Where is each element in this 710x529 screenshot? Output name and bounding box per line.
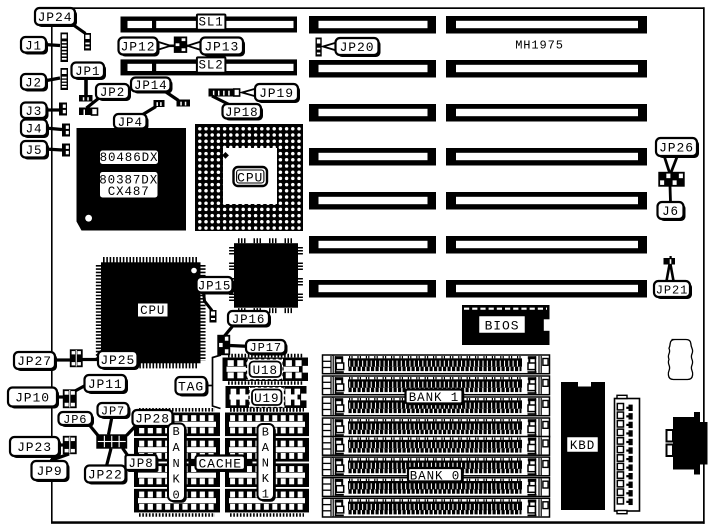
svg-text:SL2: SL2 — [198, 58, 223, 72]
svg-text:A: A — [172, 441, 180, 455]
svg-text:CX487: CX487 — [108, 185, 150, 199]
svg-text:KBD: KBD — [570, 439, 595, 453]
svg-text:CPU: CPU — [140, 304, 165, 318]
svg-text:J1: J1 — [25, 39, 42, 53]
svg-text:BANK 0: BANK 0 — [410, 469, 460, 483]
svg-text:JP25: JP25 — [100, 353, 135, 368]
svg-text:J2: J2 — [25, 76, 42, 90]
svg-text:A: A — [262, 441, 270, 455]
svg-text:JP24: JP24 — [38, 10, 73, 25]
svg-text:JP6: JP6 — [63, 413, 87, 427]
svg-text:J6: J6 — [662, 205, 679, 219]
svg-text:JP1: JP1 — [75, 65, 100, 79]
svg-text:JP26: JP26 — [659, 141, 694, 156]
svg-text:U19: U19 — [254, 392, 279, 406]
svg-text:JP20: JP20 — [340, 40, 375, 55]
svg-text:N: N — [172, 457, 180, 471]
svg-text:0: 0 — [172, 489, 180, 503]
svg-text:CACHE: CACHE — [198, 456, 242, 471]
svg-text:JP22: JP22 — [88, 468, 123, 483]
svg-text:JP21: JP21 — [656, 283, 688, 297]
svg-text:TAG: TAG — [178, 379, 204, 394]
svg-text:JP4: JP4 — [118, 116, 143, 130]
svg-text:CPU: CPU — [237, 171, 263, 186]
svg-text:JP9: JP9 — [36, 464, 62, 479]
svg-text:JP28: JP28 — [135, 412, 170, 427]
svg-text:K: K — [172, 473, 180, 487]
svg-text:JP16: JP16 — [232, 313, 266, 327]
svg-text:JP14: JP14 — [134, 79, 168, 93]
svg-text:JP12: JP12 — [121, 40, 156, 55]
svg-text:JP17: JP17 — [250, 341, 282, 355]
svg-text:JP8: JP8 — [128, 457, 153, 471]
svg-text:JP23: JP23 — [17, 440, 52, 455]
svg-text:JP19: JP19 — [259, 86, 294, 101]
svg-text:JP2: JP2 — [100, 86, 125, 100]
svg-text:JP7: JP7 — [101, 404, 125, 418]
svg-text:JP11: JP11 — [88, 377, 123, 392]
svg-text:BANK 1: BANK 1 — [409, 391, 459, 405]
svg-text:J4: J4 — [26, 122, 43, 136]
svg-text:B: B — [262, 426, 270, 440]
svg-text:N: N — [262, 457, 270, 471]
svg-text:JP18: JP18 — [225, 106, 259, 120]
svg-text:K: K — [262, 472, 270, 486]
svg-text:JP13: JP13 — [204, 40, 239, 55]
svg-text:80486DX: 80486DX — [100, 151, 159, 165]
svg-text:JP27: JP27 — [17, 354, 52, 369]
svg-text:BIOS: BIOS — [485, 318, 520, 333]
svg-text:1: 1 — [262, 488, 270, 502]
svg-text:B: B — [172, 425, 180, 439]
svg-text:J5: J5 — [26, 144, 43, 158]
svg-text:U18: U18 — [253, 364, 278, 378]
svg-text:MH1975: MH1975 — [515, 39, 564, 53]
svg-text:JP10: JP10 — [15, 391, 50, 406]
svg-text:SL1: SL1 — [198, 16, 223, 30]
svg-text:80387DX: 80387DX — [99, 173, 158, 187]
svg-text:JP15: JP15 — [198, 279, 232, 293]
svg-text:J3: J3 — [25, 105, 42, 119]
